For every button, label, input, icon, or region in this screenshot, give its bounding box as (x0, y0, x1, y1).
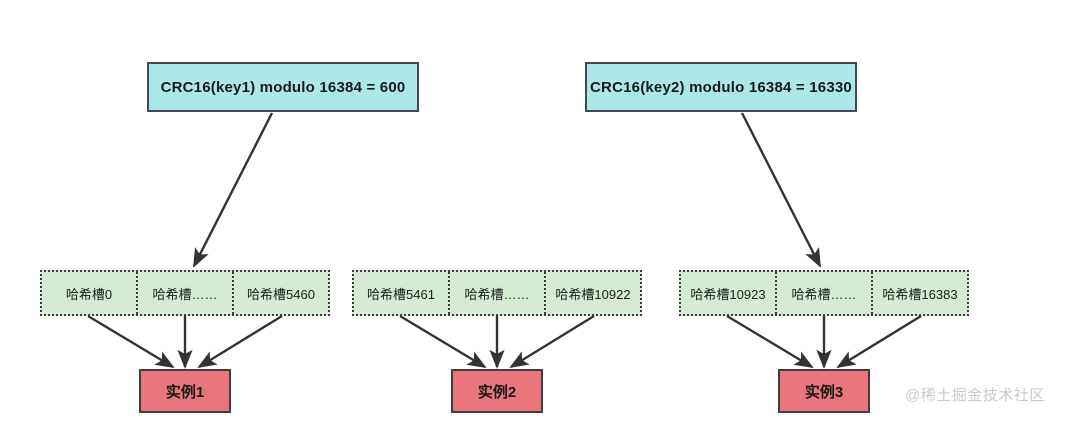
slot-cell: 哈希槽10923 (681, 272, 777, 314)
arrow-slot1c-to-instance-1 (197, 314, 283, 369)
slot-group-1: 哈希槽0 哈希槽…… 哈希槽5460 (40, 270, 330, 316)
slot-cell: 哈希槽…… (138, 272, 234, 314)
crc-box-key2: CRC16(key2) modulo 16384 = 16330 (585, 62, 857, 112)
crc-box-key1: CRC16(key1) modulo 16384 = 600 (147, 62, 419, 112)
instance-box-3: 实例3 (778, 369, 870, 413)
arrow-slot2c-to-instance-2 (509, 314, 595, 369)
instance-box-1-label: 实例1 (165, 383, 205, 401)
crc-box-key2-label: CRC16(key2) modulo 16384 = 16330 (590, 78, 852, 96)
slot-cell: 哈希槽5461 (354, 272, 450, 314)
slot-cell: 哈希槽16383 (882, 286, 958, 302)
slot-cell: 哈希槽0 (42, 272, 138, 314)
instance-box-2: 实例2 (451, 369, 543, 413)
slot-group-2: 哈希槽5461 哈希槽…… 哈希槽10922 (352, 270, 642, 316)
instance-box-2-label: 实例2 (477, 383, 517, 401)
arrow-slot3a-to-instance-3 (726, 314, 814, 369)
arrow-slot3c-to-instance-3 (836, 314, 922, 369)
slot-cell: 哈希槽…… (777, 272, 873, 314)
instance-box-1: 实例1 (139, 369, 231, 413)
slot-cell: 哈希槽…… (450, 272, 546, 314)
watermark: @稀土掘金技术社区 (905, 387, 1045, 404)
arrow-crc1-to-slot-group-1 (192, 112, 274, 268)
arrow-slot1a-to-instance-1 (87, 314, 175, 369)
slot-group-3: 哈希槽10923 哈希槽…… 哈希槽16383 (679, 270, 969, 316)
arrow-crc2-to-slot-group-3 (740, 112, 822, 268)
arrow-slot2a-to-instance-2 (399, 314, 487, 369)
instance-box-3-label: 实例3 (804, 383, 844, 401)
slot-cell: 哈希槽10922 (555, 286, 631, 302)
slot-cell: 哈希槽5460 (247, 286, 315, 302)
crc-box-key1-label: CRC16(key1) modulo 16384 = 600 (160, 78, 406, 96)
